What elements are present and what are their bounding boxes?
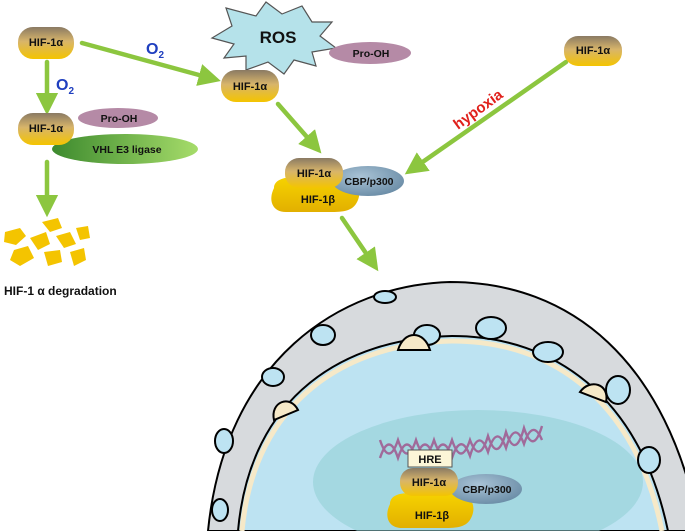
vhl-e3-ligase <box>52 134 198 164</box>
hif1b-nucleus <box>387 493 474 528</box>
svg-text:HIF-1β: HIF-1β <box>415 510 450 522</box>
svg-text:HIF-1β: HIF-1β <box>301 194 336 206</box>
svg-text:HIF-1α: HIF-1α <box>297 168 332 180</box>
nuclear-pores <box>211 290 661 522</box>
svg-text:Pro-OH: Pro-OH <box>353 48 390 60</box>
arrow-o2-to-hif <box>79 40 221 86</box>
pro-oh-left <box>78 108 158 128</box>
hre-label: HRE <box>418 454 441 466</box>
cbp-p300-cytoplasm <box>332 166 404 196</box>
svg-text:HIF-1α: HIF-1α <box>29 37 64 49</box>
ros-label: ROS <box>260 28 297 47</box>
hif1a-cytoplasm <box>285 158 343 188</box>
membrane-bulges <box>272 334 608 422</box>
hif1a-left <box>18 113 74 145</box>
hif1a-right: HIF-1α <box>564 36 622 66</box>
hif1a-middle: HIF-1α <box>221 70 279 102</box>
o2-label-top: O2 <box>146 41 164 61</box>
hif1a-nucleus <box>400 468 458 496</box>
svg-text:HIF-1α: HIF-1α <box>29 123 64 135</box>
nucleus <box>206 280 685 531</box>
svg-text:HIF-1α: HIF-1α <box>576 45 611 57</box>
arrow-ros-hif-to-complex <box>275 101 322 154</box>
hif1a-top-left: HIF-1α <box>18 27 74 59</box>
svg-text:CBP/p300: CBP/p300 <box>344 176 393 188</box>
arrow-hypoxia <box>404 59 569 175</box>
inner-membrane <box>239 338 665 531</box>
degradation-label: HIF-1 α degradation <box>4 284 117 298</box>
hre-box: HRE <box>407 449 453 468</box>
cbp-p300-nucleus <box>450 474 522 504</box>
o2-label-left: O2 <box>56 77 74 97</box>
arrows <box>35 40 569 272</box>
dna-helix <box>378 423 544 462</box>
vhl-label: VHL E3 ligase <box>92 144 161 156</box>
degradation-fragments <box>4 218 90 266</box>
hif1-complex-nucleus: HIF-1β CBP/p300 HIF-1α <box>387 468 522 528</box>
svg-text:Pro-OH: Pro-OH <box>101 113 138 125</box>
arrow-to-nucleus <box>339 215 379 272</box>
hif1a-vhl-complex: VHL E3 ligase Pro-OH HIF-1α <box>18 108 198 164</box>
hif1-complex-cytoplasm: HIF-1β CBP/p300 HIF-1α <box>271 158 404 212</box>
ros-burst: ROS <box>210 1 338 75</box>
svg-text:CBP/p300: CBP/p300 <box>462 484 511 496</box>
svg-text:HIF-1α: HIF-1α <box>412 477 447 489</box>
pro-oh-right <box>329 42 411 64</box>
svg-text:HIF-1α: HIF-1α <box>233 81 268 93</box>
